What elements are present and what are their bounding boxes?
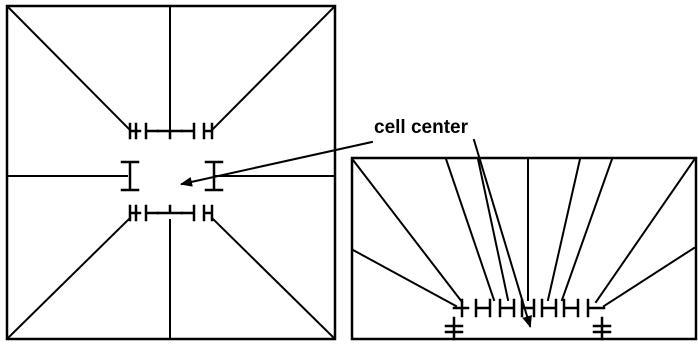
right-line-1 [351, 158, 464, 304]
left-line-diag-top-right [210, 5, 336, 132]
junction-top-mid-right [180, 122, 196, 140]
junction-bottom-center [156, 204, 184, 215]
left-cell-junctions [120, 122, 224, 222]
right-line-8 [594, 158, 696, 304]
left-cell-panel [5, 4, 337, 341]
right-cell-junctions [444, 298, 612, 341]
right-cell-panel [350, 156, 698, 341]
left-line-diag-bottom-left [6, 216, 132, 340]
right-line-7 [560, 157, 614, 302]
right-line-4 [476, 157, 510, 302]
left-line-diag-bottom-right [210, 216, 336, 340]
junction-top-left-corner [128, 122, 142, 140]
right-line-2 [351, 248, 458, 308]
right-line-9 [602, 246, 696, 308]
right-line-3 [444, 157, 496, 302]
right-junction-right-vertical [592, 316, 612, 341]
right-junction-chain [452, 298, 606, 318]
left-line-diag-top-left [6, 5, 132, 132]
right-line-6 [546, 157, 582, 302]
junction-bottom-left-corner [128, 204, 142, 222]
cell-center-label: cell center [374, 117, 469, 138]
junction-top-mid-left [144, 122, 160, 140]
junction-top-right-corner [202, 122, 214, 140]
junction-bottom-mid-left [144, 204, 160, 222]
junction-bottom-mid-right [180, 204, 196, 222]
junction-top-center [156, 129, 184, 140]
right-cell-boundary-lines [351, 157, 696, 308]
arrow-to-right-center [472, 138, 532, 328]
right-cell-border [350, 156, 698, 341]
junction-left-upper [120, 160, 140, 192]
arrow-to-left-center [180, 140, 374, 187]
right-junction-left-vertical [444, 316, 464, 341]
left-cell-boundary-lines [6, 5, 336, 340]
cell-center-annotation: cell center [180, 117, 532, 328]
junction-bottom-right-corner [202, 204, 214, 222]
